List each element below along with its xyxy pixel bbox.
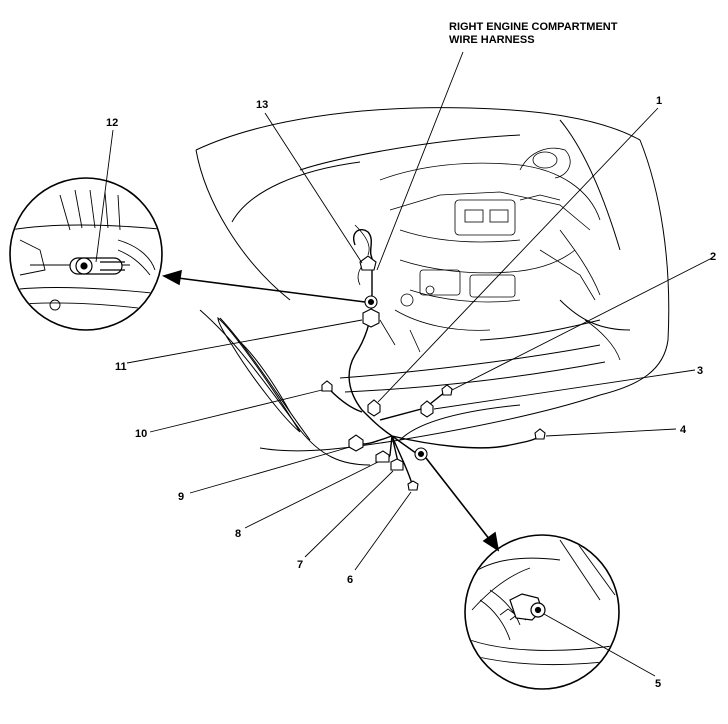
callout-6: 6: [347, 574, 353, 586]
connector-4: [534, 428, 546, 440]
callout-labels: 1 2 3 4 5 6 7 8 9 10 11 12 13: [106, 95, 716, 690]
connector-10: [321, 380, 333, 392]
harness-title-line1: RIGHT ENGINE COMPARTMENT: [449, 21, 618, 33]
inset-ground-terminal-lower: [509, 593, 546, 621]
connector-7: [390, 458, 404, 471]
inset-arrows: [161, 269, 500, 552]
leader-7: [304, 470, 394, 558]
callout-12: 12: [106, 117, 118, 129]
leader-harness: [376, 51, 464, 271]
harness-top-loop: [353, 228, 373, 259]
callout-7: 7: [297, 559, 303, 571]
callout-4: 4: [680, 424, 687, 436]
connector-13: [359, 255, 377, 271]
leader-9: [189, 446, 351, 494]
leader-3: [433, 369, 696, 410]
callout-1: 1: [656, 95, 662, 107]
callout-13: 13: [256, 99, 268, 111]
leader-2: [451, 257, 713, 391]
connector-11: [362, 308, 380, 328]
connectors: [321, 255, 546, 491]
arrow-to-upper-inset: [177, 277, 366, 303]
harness-branch-2-3: [379, 391, 446, 421]
harness-title-line2: WIRE HARNESS: [449, 34, 535, 46]
leader-10: [149, 389, 323, 433]
callout-5: 5: [655, 678, 661, 690]
harness-branch-7: [391, 435, 399, 463]
callout-11: 11: [115, 361, 127, 373]
leader-5: [543, 613, 656, 677]
leader-13: [264, 112, 363, 264]
leader-8: [244, 461, 379, 529]
connector-3: [420, 400, 434, 418]
leader-lines: [95, 51, 713, 677]
connector-2: [441, 384, 453, 396]
arrowhead-upper: [161, 269, 182, 286]
connector-9: [348, 434, 364, 452]
callout-2: 2: [710, 251, 716, 263]
inset-ground-terminal: [69, 257, 125, 275]
connector-6: [407, 480, 419, 491]
car-body-outline: [195, 107, 670, 466]
leader-12: [95, 129, 114, 263]
connector-1: [367, 399, 381, 417]
detail-inset-upper-left: [9, 177, 163, 331]
harness-branch-4: [391, 435, 539, 449]
leader-6: [354, 491, 412, 571]
arrowhead-lower: [482, 531, 500, 552]
arrow-to-lower-inset: [425, 457, 491, 541]
callout-3: 3: [697, 365, 703, 377]
connector-8: [375, 450, 390, 463]
harness-title-label: RIGHT ENGINE COMPARTMENT WIRE HARNESS: [449, 21, 618, 46]
leader-4: [545, 428, 677, 437]
detail-inset-lower-right: [464, 534, 620, 690]
engine-compartment-sketch: [354, 147, 621, 361]
leader-1: [377, 107, 659, 403]
callout-8: 8: [235, 528, 241, 540]
callout-10: 10: [135, 428, 147, 440]
callout-9: 9: [178, 491, 184, 503]
leader-11: [126, 319, 363, 364]
harness-branch-10: [329, 389, 363, 413]
harness-branch-9: [362, 435, 393, 445]
